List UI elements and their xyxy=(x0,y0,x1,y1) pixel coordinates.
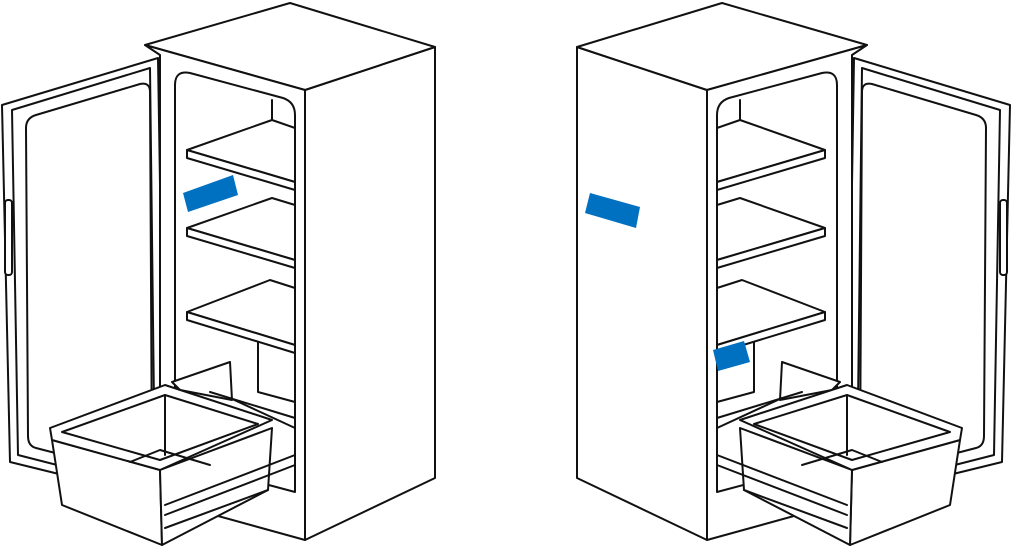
refrigerator-right xyxy=(576,2,1011,546)
marker-left-shelf xyxy=(183,175,238,212)
refrigerator-left xyxy=(1,2,436,546)
marker-right-shelf xyxy=(713,341,750,371)
marker-right-side xyxy=(585,193,640,228)
